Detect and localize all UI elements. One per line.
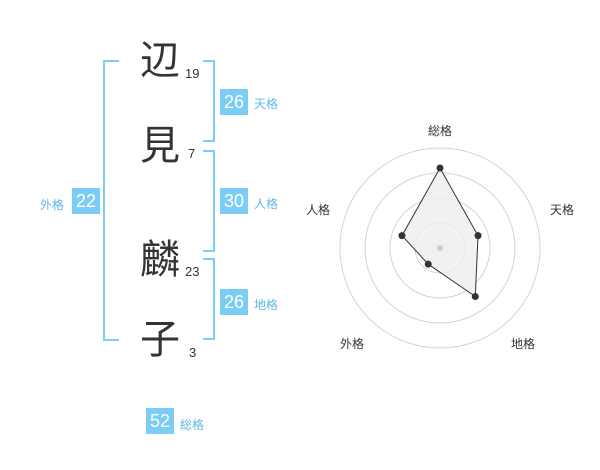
name-char-4: 子 — [140, 317, 180, 363]
radar-chart — [339, 147, 541, 349]
stroke-count-3: 23 — [185, 264, 200, 279]
gaikaku-value: 22 — [72, 188, 100, 214]
chikaku-value: 26 — [220, 289, 248, 315]
radar-label-jinkaku: 人格 — [306, 203, 331, 217]
chikaku-bracket — [203, 258, 215, 340]
stroke-count-4: 3 — [189, 345, 197, 360]
jinkaku-bracket — [203, 150, 215, 252]
tenkaku-label: 天格 — [254, 97, 279, 111]
tenkaku-value: 26 — [220, 89, 248, 115]
radar-label-soukaku: 総格 — [428, 124, 453, 138]
gaikaku-bracket — [103, 60, 119, 341]
radar-label-tenkaku: 天格 — [550, 203, 575, 217]
jinkaku-value: 30 — [220, 188, 248, 214]
name-char-3: 麟 — [140, 237, 180, 283]
chikaku-label: 地格 — [254, 298, 279, 312]
radar-point-3 — [424, 260, 432, 268]
gaikaku-label: 外格 — [40, 198, 65, 212]
radar-point-2 — [471, 293, 479, 301]
jinkaku-label: 人格 — [254, 197, 279, 211]
radar-point-0 — [436, 164, 444, 172]
tenkaku-bracket — [203, 60, 215, 142]
radar-point-4 — [398, 232, 406, 240]
radar-label-chikaku: 地格 — [511, 337, 536, 351]
soukaku-label: 総格 — [180, 418, 205, 432]
stroke-count-2: 7 — [188, 146, 196, 161]
radar-point-1 — [474, 232, 482, 240]
name-char-2: 見 — [140, 123, 180, 169]
stroke-count-1: 19 — [185, 66, 200, 81]
name-char-1: 辺 — [140, 38, 180, 84]
radar-ring — [339, 147, 541, 349]
radar-polygon — [401, 166, 479, 298]
radar-label-gaikaku: 外格 — [340, 337, 365, 351]
radar-center — [437, 245, 443, 251]
soukaku-value: 52 — [146, 408, 174, 434]
